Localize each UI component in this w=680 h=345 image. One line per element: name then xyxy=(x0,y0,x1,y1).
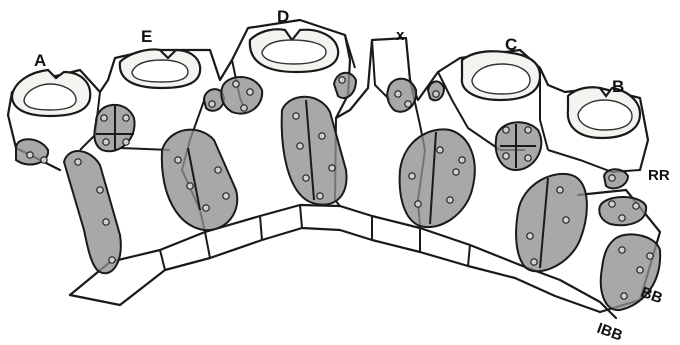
label-RR: RR xyxy=(648,167,670,184)
label-E: E xyxy=(141,27,152,46)
nucleus xyxy=(101,115,107,121)
nucleus xyxy=(557,187,563,193)
nucleus xyxy=(527,233,533,239)
cell-B-oval xyxy=(516,174,587,271)
nucleus xyxy=(203,205,209,211)
cell-E-oval xyxy=(162,130,237,230)
nucleus xyxy=(619,247,625,253)
cell-RR-small xyxy=(604,169,628,188)
nucleus xyxy=(293,113,299,119)
nucleus xyxy=(247,89,253,95)
nucleus xyxy=(97,187,103,193)
nucleus xyxy=(395,91,401,97)
nucleus xyxy=(297,143,303,149)
nucleus xyxy=(437,147,443,153)
label-BB: BB xyxy=(639,284,665,307)
nucleus xyxy=(415,201,421,207)
nucleus xyxy=(223,193,229,199)
nucleus xyxy=(123,139,129,145)
nucleus xyxy=(241,105,247,111)
label-A: A xyxy=(34,51,46,70)
nucleus xyxy=(531,259,537,265)
nucleus xyxy=(233,81,239,87)
nucleus xyxy=(187,183,193,189)
label-IBB: IBB xyxy=(595,320,625,345)
label-C: C xyxy=(505,35,517,54)
nucleus xyxy=(319,133,325,139)
nucleus xyxy=(503,127,509,133)
nucleus xyxy=(409,173,415,179)
nucleus xyxy=(339,77,345,83)
nucleus xyxy=(329,165,335,171)
nucleus xyxy=(621,293,627,299)
nucleus xyxy=(459,157,465,163)
nucleus xyxy=(525,127,531,133)
nucleus xyxy=(609,201,615,207)
shaded-cells xyxy=(16,73,660,310)
nucleus xyxy=(647,253,653,259)
nucleus xyxy=(209,101,215,107)
cell-left-elongate xyxy=(64,151,121,273)
nucleus xyxy=(27,152,33,158)
nucleus xyxy=(109,257,115,263)
cap-C xyxy=(462,51,540,100)
nucleus xyxy=(433,91,439,97)
nucleus xyxy=(317,193,323,199)
nucleus xyxy=(215,167,221,173)
nucleus xyxy=(405,101,411,107)
nucleus xyxy=(75,159,81,165)
label-D: D xyxy=(277,7,289,26)
nucleus xyxy=(637,267,643,273)
cap-A xyxy=(12,70,90,116)
cap-D xyxy=(250,29,338,72)
nucleus xyxy=(175,157,181,163)
nucleus xyxy=(103,139,109,145)
cell-D-oval xyxy=(282,97,347,205)
cap-E xyxy=(120,50,200,89)
cell-x-small-left xyxy=(334,73,356,98)
nucleus xyxy=(453,169,459,175)
nucleus xyxy=(609,175,615,181)
nucleus xyxy=(41,157,47,163)
cell-x-small-right xyxy=(387,79,416,112)
nucleus xyxy=(633,203,639,209)
label-x: x xyxy=(396,27,405,44)
nucleus xyxy=(123,115,129,121)
label-B: B xyxy=(612,77,624,96)
nucleus xyxy=(447,197,453,203)
nucleus xyxy=(525,155,531,161)
nucleus xyxy=(503,153,509,159)
nucleus xyxy=(303,175,309,181)
nucleus xyxy=(563,217,569,223)
cap-B xyxy=(568,87,640,138)
nucleus xyxy=(619,215,625,221)
nucleus xyxy=(103,219,109,225)
